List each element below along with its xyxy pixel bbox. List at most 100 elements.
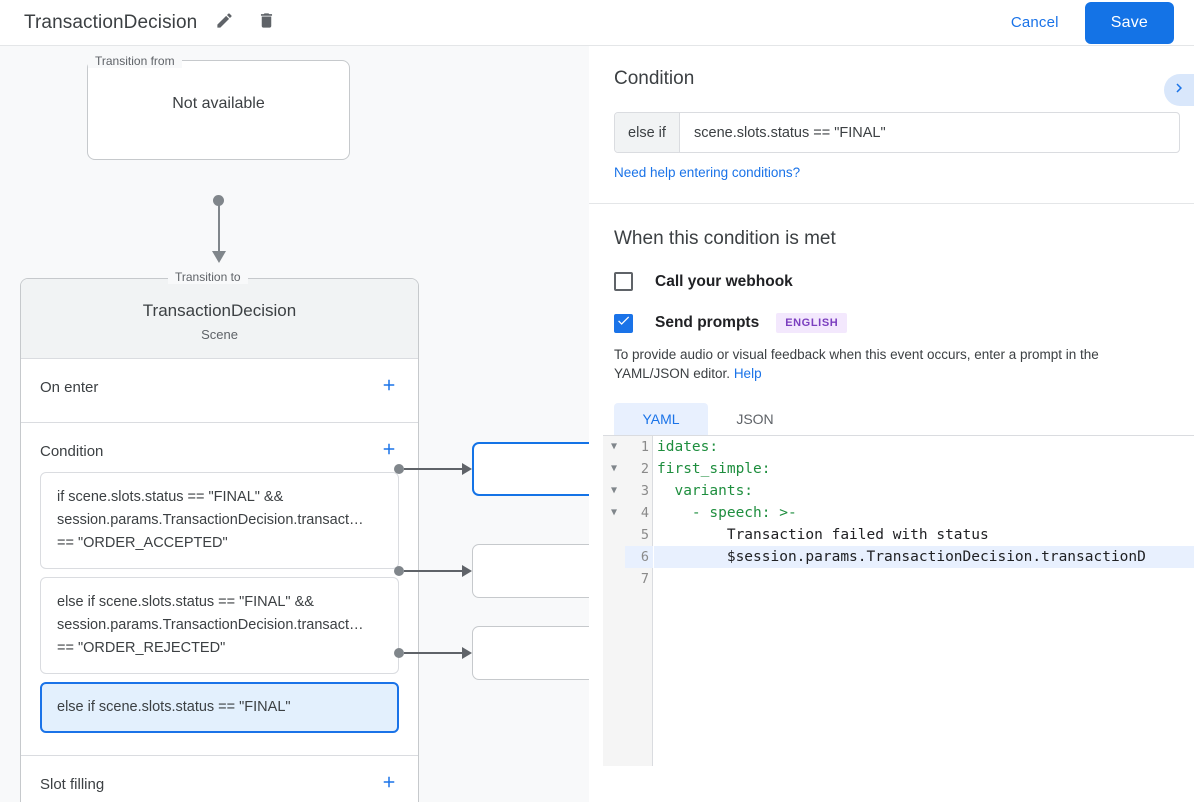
condition-help-link[interactable]: Need help entering conditions? [614, 165, 801, 180]
add-condition-button[interactable] [378, 440, 400, 462]
section-title-condition: Condition [40, 442, 104, 460]
code-line-text: first_simple: [657, 461, 771, 477]
line-number: 5 [640, 527, 649, 543]
editor-tabs-underline [603, 435, 1194, 436]
condition-detail-panel: Condition else if Need help entering con… [589, 46, 1194, 802]
condition-output-dot[interactable] [394, 464, 404, 474]
check-icon [616, 313, 631, 333]
call-webhook-row[interactable]: Call your webhook [614, 272, 1194, 291]
condition-card-line1: if scene.slots.status == "FINAL" && [57, 489, 284, 505]
call-webhook-checkbox[interactable] [614, 272, 633, 291]
code-line-text: idates: [657, 439, 719, 455]
line-number: 3 [640, 483, 649, 499]
condition-output-arrow-icon [462, 565, 472, 577]
page-title: TransactionDecision [24, 11, 198, 33]
flow-connector-line [218, 202, 220, 254]
send-prompts-row[interactable]: Send prompts ENGLISH [614, 313, 1194, 333]
send-prompts-label: Send prompts [655, 314, 760, 331]
section-on-enter: On enter [21, 359, 418, 423]
condition-card-line3: == "ORDER_ACCEPTED" [57, 535, 228, 551]
code-line-number-gutter [625, 436, 653, 766]
fold-arrow-icon[interactable]: ▼ [610, 441, 618, 452]
code-fold-gutter[interactable] [603, 436, 625, 766]
condition-target-box-selected[interactable] [472, 442, 589, 496]
condition-output-line [404, 468, 464, 470]
scene-card: TransactionDecision Scene On enter Condi… [20, 278, 419, 802]
code-line-text: $session.params.TransactionDecision.tran… [654, 546, 1194, 568]
when-met-heading: When this condition is met [614, 228, 836, 249]
plus-icon [380, 440, 398, 463]
prompts-help-sentence: To provide audio or visual feedback when… [614, 347, 1099, 381]
tab-json[interactable]: JSON [736, 411, 774, 427]
call-webhook-label: Call your webhook [655, 272, 793, 290]
code-line[interactable]: ▼ 3 variants: [603, 480, 1194, 502]
yaml-code-editor[interactable]: ▼ 1 idates: ▼ 2 first_simple: ▼ 3 varian… [603, 436, 1194, 766]
prompts-help-text: To provide audio or visual feedback when… [614, 345, 1169, 383]
save-button[interactable]: Save [1084, 1, 1174, 44]
condition-card-line2: session.params.TransactionDecision.trans… [57, 512, 364, 528]
section-header: Condition [21, 423, 418, 472]
transition-from-legend: Transition from [88, 54, 182, 68]
edit-name-button[interactable] [209, 8, 239, 38]
condition-expression-input[interactable] [680, 113, 1179, 152]
condition-target-box[interactable] [472, 626, 589, 680]
code-line[interactable]: ▼ 1 idates: [603, 436, 1194, 458]
condition-output-arrow-icon [462, 647, 472, 659]
send-prompts-checkbox[interactable] [614, 313, 633, 333]
line-number: 6 [625, 546, 653, 568]
fold-arrow-icon[interactable]: ▼ [610, 463, 618, 474]
plus-icon [380, 376, 398, 399]
condition-output-arrow-icon [462, 463, 472, 475]
cancel-button[interactable]: Cancel [997, 6, 1073, 39]
code-line-text: Transaction failed with status [657, 527, 989, 543]
code-line[interactable]: 5 Transaction failed with status [603, 524, 1194, 546]
scene-card-header: TransactionDecision Scene [21, 279, 418, 359]
section-header: Slot filling [21, 756, 418, 802]
section-divider [589, 203, 1194, 204]
section-condition: Condition if scene.slots.status == "FINA… [21, 423, 418, 756]
tab-yaml[interactable]: YAML [614, 403, 708, 435]
pencil-icon [215, 11, 234, 35]
fold-arrow-icon[interactable]: ▼ [610, 485, 618, 496]
code-line-text: variants: [657, 483, 754, 499]
condition-card-line1: else if scene.slots.status == "FINAL" [57, 699, 291, 715]
flow-arrow-icon [212, 251, 226, 263]
when-condition-met-section: When this condition is met Call your web… [589, 204, 1194, 766]
prompts-help-link[interactable]: Help [733, 366, 762, 381]
condition-card-line1: else if scene.slots.status == "FINAL" && [57, 594, 314, 610]
code-line[interactable]: ▼ 4 - speech: >- [603, 502, 1194, 524]
line-number: 7 [640, 571, 649, 587]
line-number: 4 [640, 505, 649, 521]
section-title-on-enter: On enter [40, 378, 99, 396]
flow-connector-dot [213, 195, 224, 206]
condition-prefix-label: else if [615, 113, 680, 152]
expand-panel-button[interactable] [1164, 74, 1194, 106]
condition-card-selected[interactable]: else if scene.slots.status == "FINAL" [40, 682, 399, 733]
condition-output-dot[interactable] [394, 648, 404, 658]
condition-output-dot[interactable] [394, 566, 404, 576]
condition-card-line3: == "ORDER_REJECTED" [57, 640, 226, 656]
editor-format-tabs[interactable]: YAML JSON [614, 403, 1194, 435]
section-header: On enter [21, 359, 418, 408]
plus-icon [380, 773, 398, 796]
condition-heading: Condition [614, 68, 695, 89]
add-on-enter-button[interactable] [378, 376, 400, 398]
code-line-active[interactable]: 6 $session.params.TransactionDecision.tr… [603, 546, 1194, 568]
condition-input-row[interactable]: else if [614, 112, 1180, 153]
condition-card-line2: session.params.TransactionDecision.trans… [57, 617, 364, 633]
condition-target-box[interactable] [472, 544, 589, 598]
scene-name: TransactionDecision [142, 301, 297, 320]
condition-card[interactable]: if scene.slots.status == "FINAL" && sess… [40, 472, 399, 569]
delete-button[interactable] [251, 8, 281, 38]
condition-section: Condition else if Need help entering con… [589, 46, 1194, 204]
scene-graph-canvas[interactable]: Not available Transition from Transition… [0, 46, 589, 802]
transition-from-box: Not available [87, 60, 350, 160]
condition-card[interactable]: else if scene.slots.status == "FINAL" &&… [40, 577, 399, 674]
line-number: 2 [640, 461, 649, 477]
code-line[interactable]: ▼ 2 first_simple: [603, 458, 1194, 480]
transition-to-legend: Transition to [168, 270, 248, 284]
code-line[interactable]: 7 [603, 568, 1194, 590]
add-slot-filling-button[interactable] [378, 773, 400, 795]
section-slot-filling: Slot filling Slot validation [21, 756, 418, 802]
fold-arrow-icon[interactable]: ▼ [610, 507, 618, 518]
